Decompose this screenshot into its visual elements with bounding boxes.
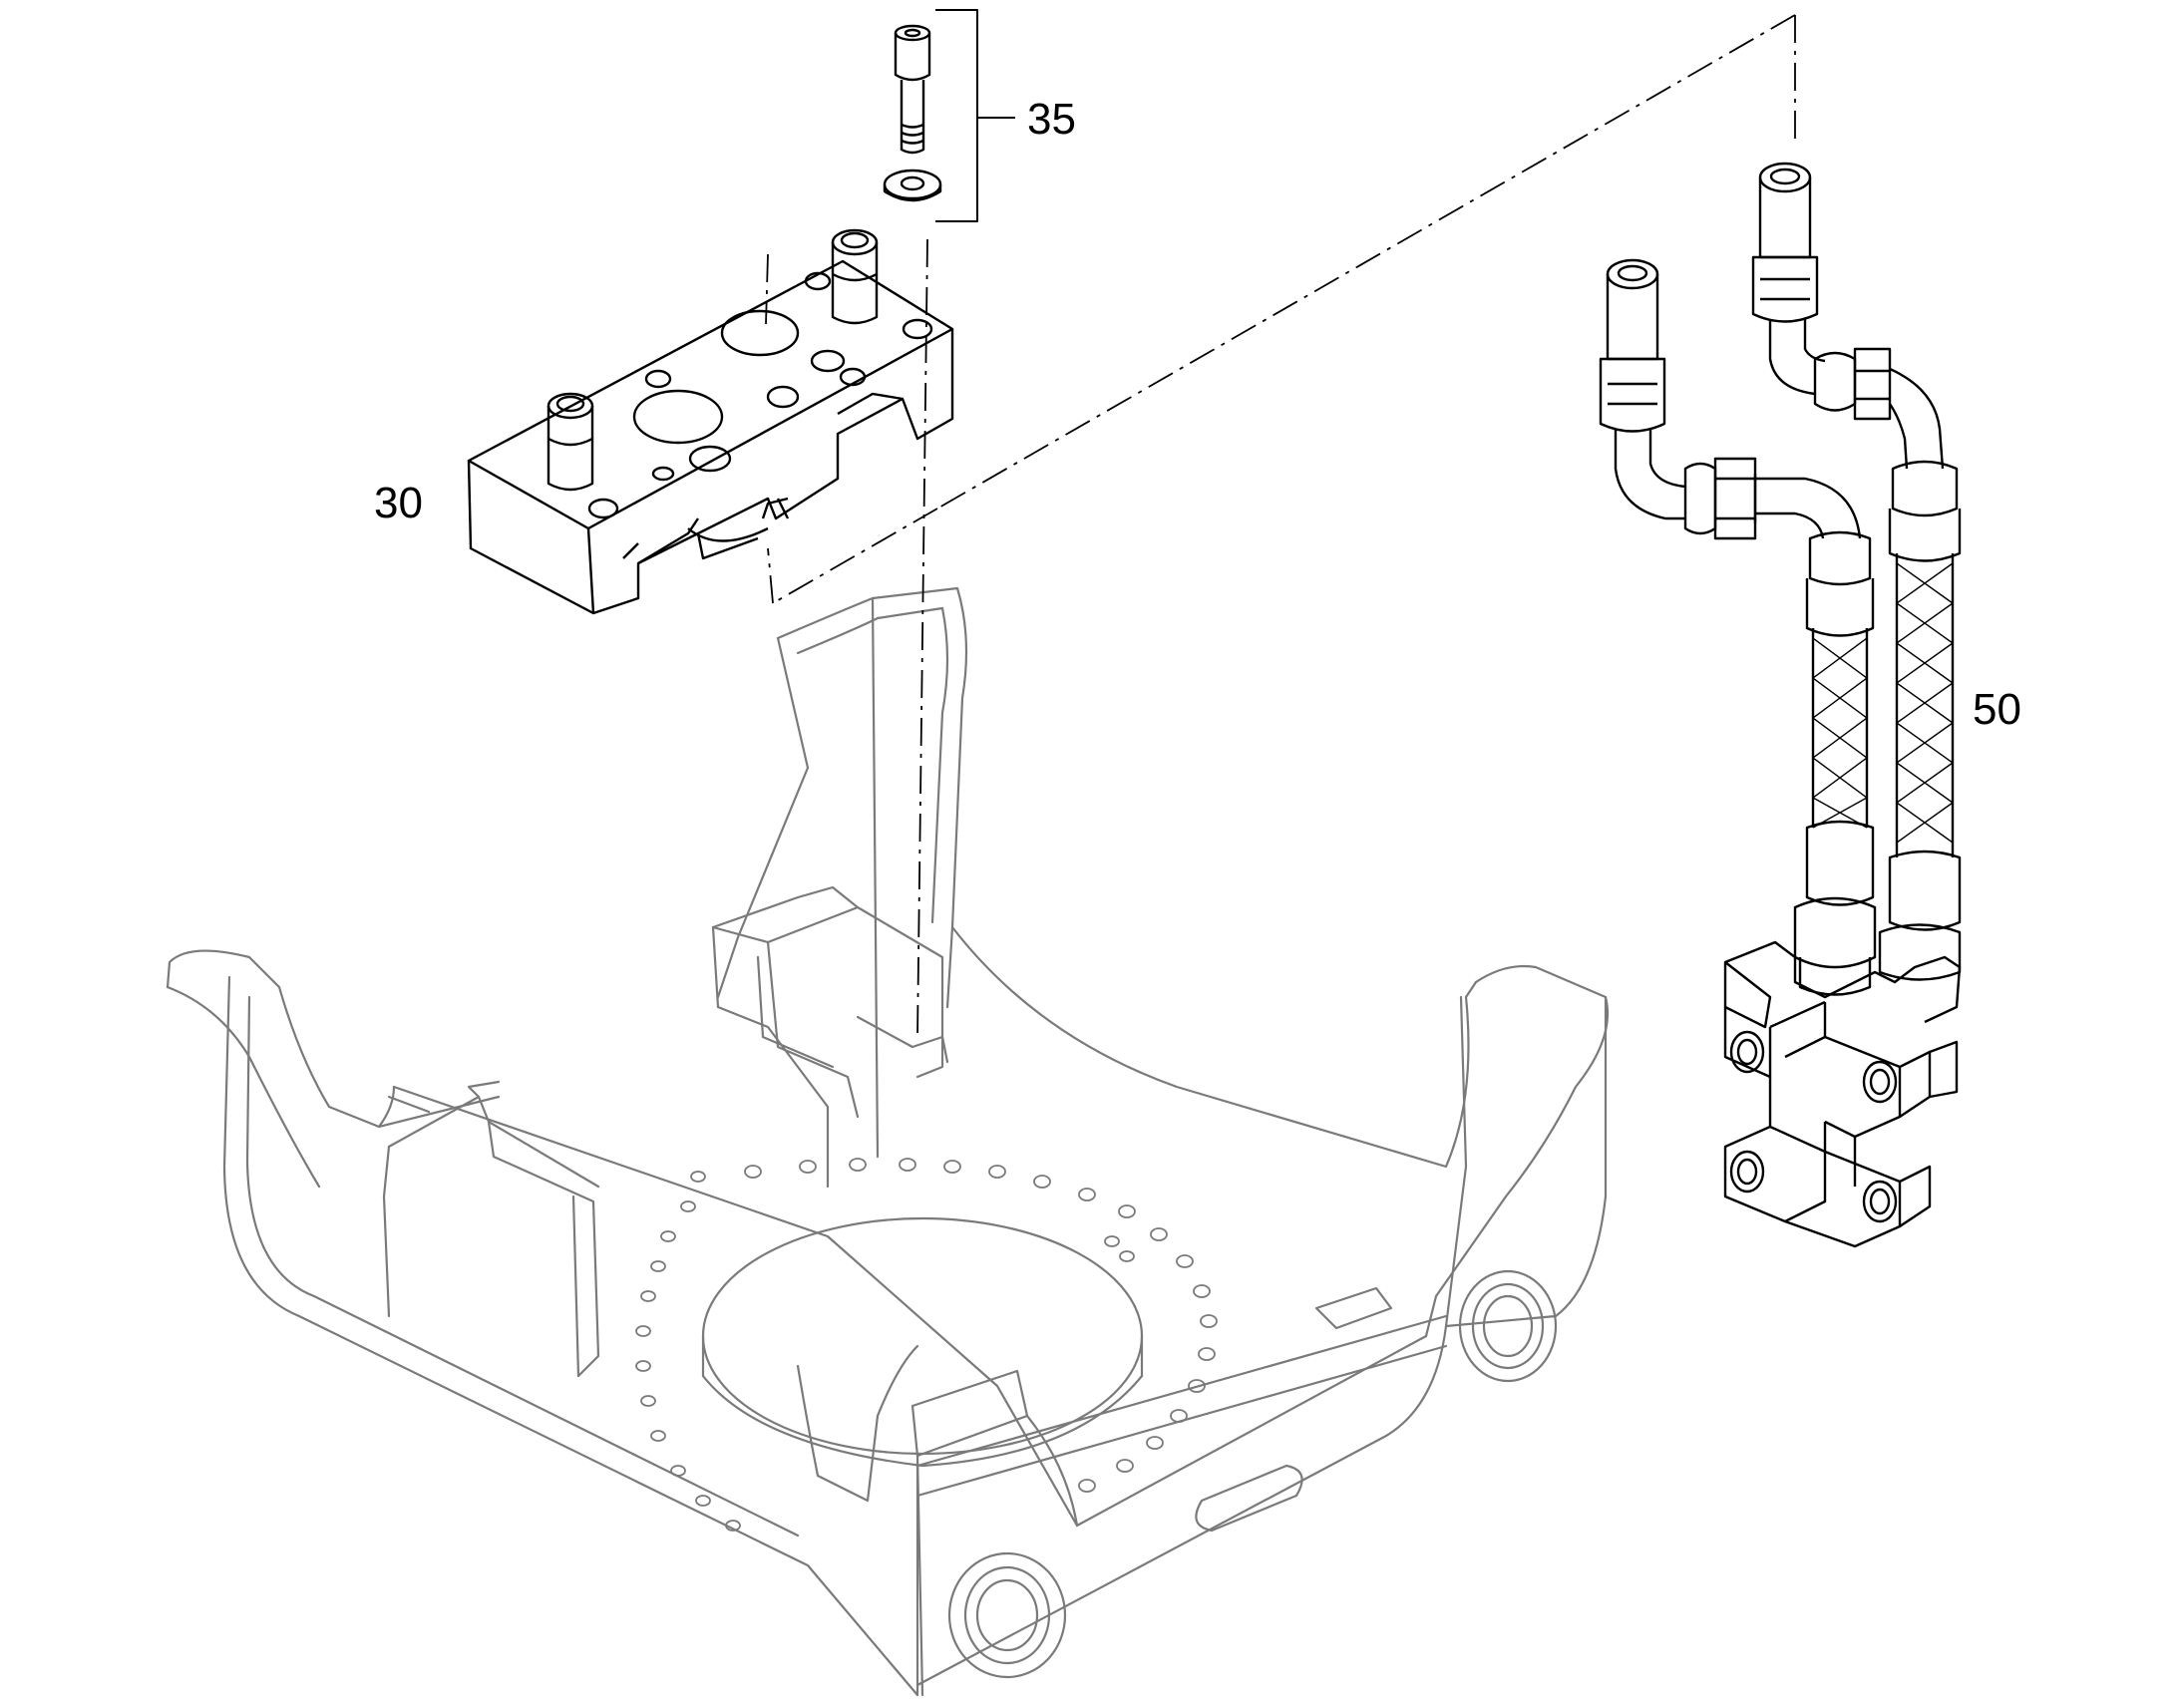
part-35-screw-and-washer — [883, 9, 1015, 222]
floor-hole-pattern — [635, 1158, 1218, 1532]
callout-35: 35 — [1027, 95, 1076, 144]
base-frame — [166, 586, 1610, 1697]
callout-50: 50 — [1973, 685, 2021, 734]
part-50-hose-assembly — [1599, 162, 1962, 1248]
assembly-centerlines — [765, 14, 1796, 1038]
hose-braid-left — [1812, 637, 1868, 829]
callout-30: 30 — [374, 479, 423, 527]
part-30-manifold-block — [467, 228, 954, 615]
hose-braid-right — [1896, 562, 1954, 844]
